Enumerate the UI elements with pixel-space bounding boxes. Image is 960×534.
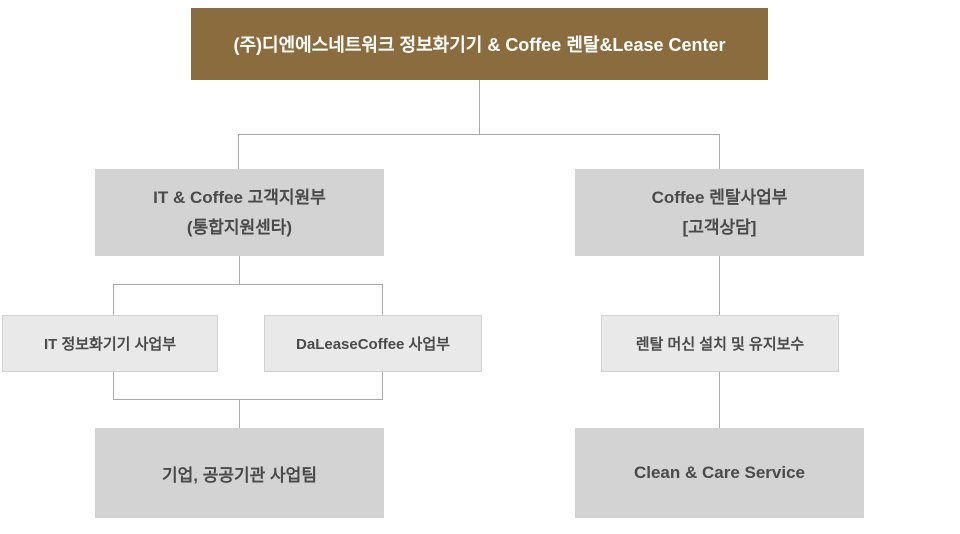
connector-left-sub1-stem xyxy=(113,372,114,399)
org-left-sub2-label: DaLeaseCoffee 사업부 xyxy=(296,336,450,353)
connector-left-split xyxy=(113,284,383,285)
org-root-box: (주)디엔에스네트워크 정보화기기 & Coffee 렌탈&Lease Cent… xyxy=(191,8,768,80)
org-left-head-line1: IT & Coffee 고객지원부 xyxy=(153,187,326,207)
org-right-team-box: Clean & Care Service xyxy=(575,428,864,518)
org-left-team-box: 기업, 공공기관 사업팀 xyxy=(95,428,384,518)
org-left-sub2-box: DaLeaseCoffee 사업부 xyxy=(264,315,482,372)
org-right-sub-label: 렌탈 머신 설치 및 유지보수 xyxy=(635,336,805,353)
connector-left-merge xyxy=(113,399,383,400)
connector-left-sub2-stem xyxy=(382,372,383,399)
org-left-head-line2: (통합지원센타) xyxy=(186,217,293,237)
connector-root-stem xyxy=(479,80,480,134)
org-right-head-line2: [고객상담] xyxy=(682,217,757,237)
connector-root-split xyxy=(238,134,720,135)
org-left-head-box: IT & Coffee 고객지원부 (통합지원센타) xyxy=(95,169,384,256)
connector-left-sub2-drop xyxy=(382,284,383,315)
connector-left-team-drop xyxy=(239,399,240,428)
connector-right-head-drop xyxy=(719,134,720,169)
connector-left-head-drop xyxy=(238,134,239,169)
org-right-sub-box: 렌탈 머신 설치 및 유지보수 xyxy=(601,315,839,372)
org-right-team-label: Clean & Care Service xyxy=(633,463,806,482)
org-root-label: (주)디엔에스네트워크 정보화기기 & Coffee 렌탈&Lease Cent… xyxy=(233,35,726,55)
org-right-head-box: Coffee 렌탈사업부 [고객상담] xyxy=(575,169,864,256)
org-right-head-line1: Coffee 렌탈사업부 xyxy=(651,187,788,207)
connector-left-head-stem xyxy=(239,256,240,285)
org-left-sub1-box: IT 정보화기기 사업부 xyxy=(2,315,218,372)
connector-right-sub-drop xyxy=(719,256,720,315)
connector-right-team-drop xyxy=(719,372,720,428)
connector-left-sub1-drop xyxy=(113,284,114,315)
org-left-team-label: 기업, 공공기관 사업팀 xyxy=(162,465,317,485)
org-left-sub1-label: IT 정보화기기 사업부 xyxy=(43,336,177,353)
